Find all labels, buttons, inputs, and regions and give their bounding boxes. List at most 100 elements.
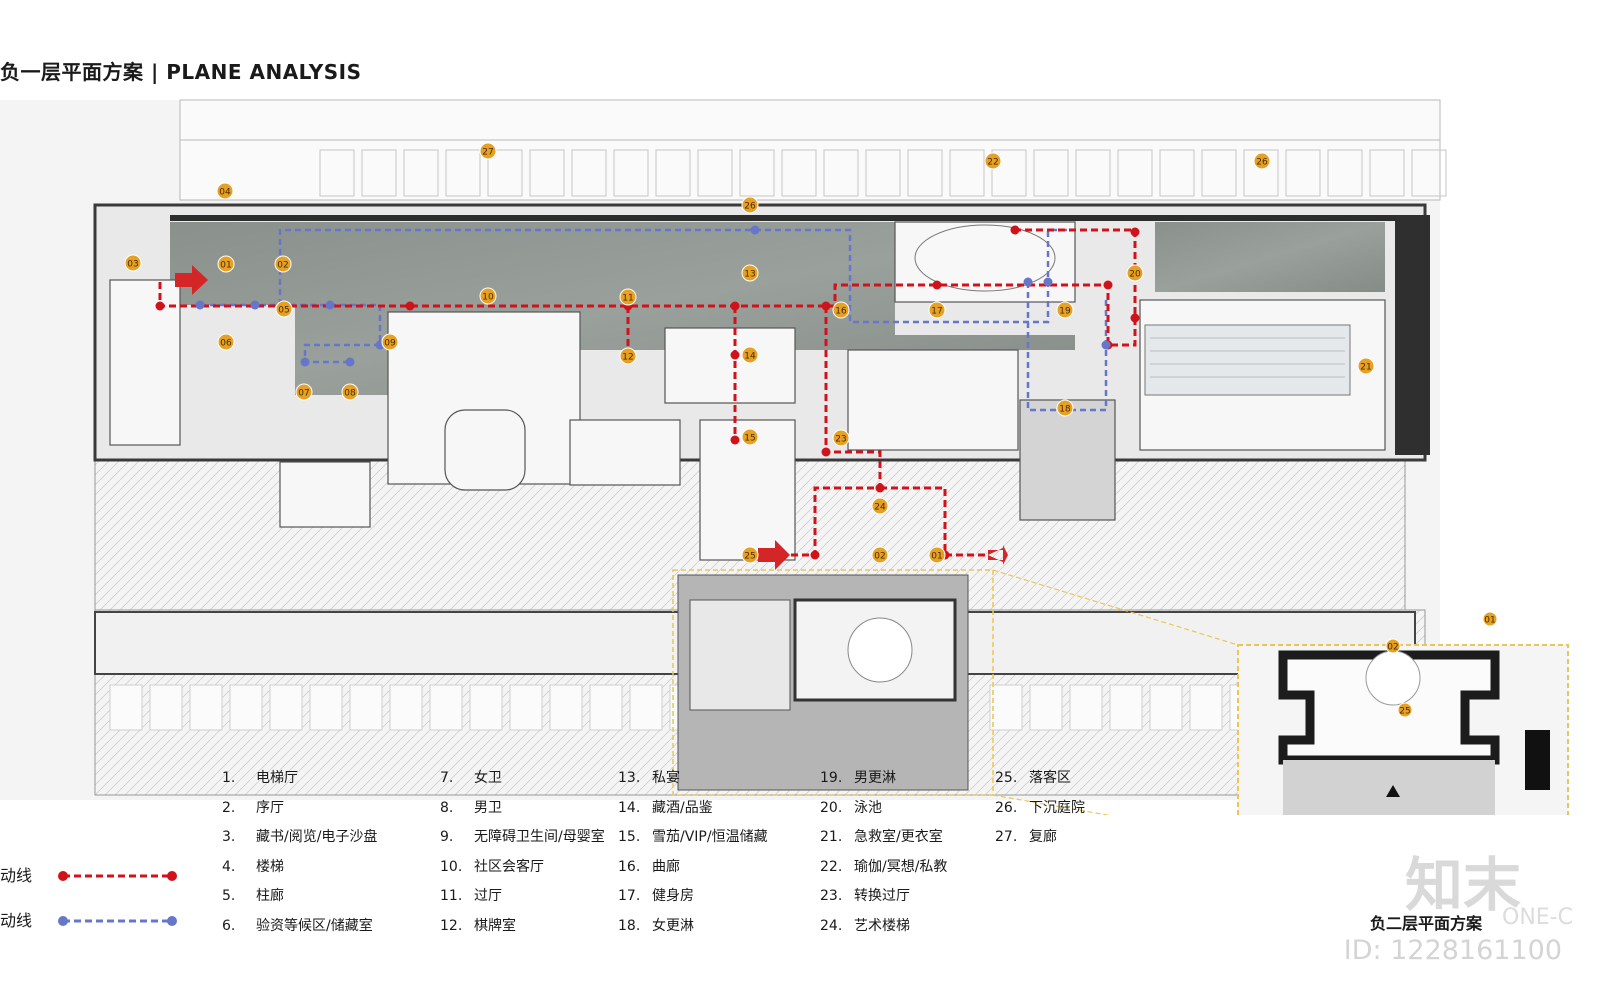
flow-legend-label: 动线 — [0, 911, 33, 930]
parking-stall — [1117, 149, 1153, 197]
parking-stall — [781, 149, 817, 197]
parking-stall — [469, 684, 503, 731]
room-marker: 17 — [928, 301, 946, 319]
legend-number: 11. — [440, 888, 463, 904]
main-flow-node — [730, 435, 740, 445]
main-flow-node — [810, 550, 820, 560]
legend-item: 18.女更淋 — [618, 912, 768, 942]
room-marker-label: 07 — [298, 389, 309, 399]
room-marker: 08 — [341, 383, 359, 401]
legend-number: 25. — [995, 770, 1018, 786]
parking-stall — [487, 149, 523, 197]
legend-number: 12. — [440, 917, 463, 934]
parking-stall — [349, 684, 383, 731]
parking-stall — [697, 149, 733, 197]
parking-stall — [389, 684, 423, 731]
parking-stall — [1201, 149, 1237, 197]
legend-item: 10. 社区会客厅 — [440, 853, 605, 883]
north-wall — [170, 215, 1425, 221]
legend-number: 4. — [222, 858, 236, 875]
entrance-arrow-east — [988, 545, 1008, 565]
main-flow-node — [1010, 225, 1020, 235]
legend-item: 7.女卫 — [440, 764, 605, 794]
legend-number: 24. — [820, 917, 843, 934]
service-flow-node — [1043, 277, 1053, 287]
room-marker: 26 — [741, 196, 759, 214]
parking-stall — [1029, 684, 1063, 731]
pool — [1144, 324, 1351, 396]
legend-item: 6.验资等候区/储藏室 — [222, 912, 377, 942]
parking-stall — [991, 149, 1027, 197]
entrance-arrow-dropoff — [758, 540, 790, 570]
main-flow-node — [1130, 313, 1140, 323]
legend-item: 2.序厅 — [222, 794, 377, 824]
parking-stall — [509, 684, 543, 731]
room-marker: 02 — [871, 546, 889, 564]
main-flow-node — [821, 301, 831, 311]
parking-stall — [529, 149, 565, 197]
room-marker-label: 21 — [1360, 363, 1371, 373]
legend-item: 22.瑜伽/冥想/私教 — [820, 853, 947, 883]
room-marker-label: 13 — [744, 270, 755, 280]
service-flow-line-3 — [1026, 282, 1108, 412]
room-marker-label: 23 — [835, 435, 846, 445]
legend-label: 瑜伽/冥想/私教 — [854, 858, 948, 875]
room-marker: 10 — [479, 287, 497, 305]
room-marker-label: 10 — [482, 293, 494, 303]
legend-item: 1.电梯厅 — [222, 764, 377, 794]
room-marker: 20 — [1126, 264, 1144, 282]
room-marker-label: 06 — [220, 339, 232, 349]
service-flow-node — [195, 300, 205, 310]
room-marker-label: 22 — [987, 158, 998, 168]
legend-label: 验资等候区/储藏室 — [256, 917, 373, 934]
parking-stall — [1189, 684, 1223, 731]
flow-legend-swatch — [58, 916, 177, 926]
legend-number: 5. — [222, 888, 236, 904]
service-flow-node — [750, 225, 760, 235]
room-marker: 19 — [1056, 301, 1074, 319]
legend-number: 23. — [820, 888, 843, 904]
parking-stall — [989, 684, 1023, 731]
legend-label: 楼梯 — [256, 858, 284, 875]
flow-legend-label: 动线 — [0, 866, 33, 885]
room-marker: 01 — [928, 546, 946, 564]
legend-number: 16. — [618, 858, 641, 875]
legend-label: 社区会客厅 — [474, 858, 544, 875]
parking-stall — [149, 684, 183, 731]
legend-number: 13. — [618, 770, 641, 786]
service-flow-node — [325, 300, 335, 310]
legend-item: 24.艺术楼梯 — [820, 912, 947, 942]
service-flow-line — [278, 228, 1070, 324]
legend-label: 过厅 — [474, 888, 502, 904]
callout-leader-top — [992, 569, 1239, 646]
legend-number: 21. — [820, 829, 843, 845]
room-marker: 02 — [1385, 638, 1401, 654]
entrance-arrow-north — [175, 265, 208, 295]
parking-stall — [823, 149, 859, 197]
service-flow-node — [250, 300, 260, 310]
parking-stall — [1285, 149, 1321, 197]
room-marker: 23 — [832, 429, 850, 447]
legend-label: 泳池 — [854, 799, 882, 816]
room-marker-label: 12 — [622, 353, 633, 363]
legend-number: 10. — [440, 858, 463, 875]
room-marker: 04 — [216, 182, 234, 200]
legend-number: 1. — [222, 770, 236, 786]
room-marker: 27 — [479, 142, 497, 160]
parking-stall — [1411, 149, 1447, 197]
room-marker-label: 19 — [1059, 307, 1071, 317]
room-marker-label: 20 — [1129, 270, 1141, 280]
room-marker-label: 16 — [835, 307, 847, 317]
yoga-ellipse — [914, 224, 1056, 292]
room-marker: 09 — [381, 333, 399, 351]
watermark-tag: ONE-C — [1502, 905, 1573, 930]
main-flow-node — [405, 301, 415, 311]
drop-off-inner — [689, 599, 791, 711]
legend-label: 曲廊 — [652, 858, 680, 875]
room-marker-label: 01 — [1484, 616, 1495, 626]
legend-label: 落客区 — [1029, 770, 1071, 786]
